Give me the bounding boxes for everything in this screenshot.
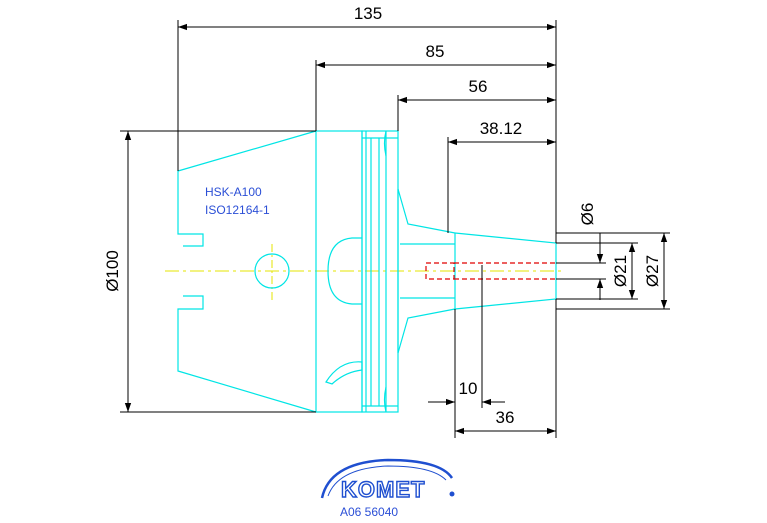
drive-slot [327,237,362,305]
dim-diameter-mid: Ø21 [611,255,630,287]
hsk-taper-lower [177,295,317,413]
dim-bore-offset: 36 [496,408,515,427]
dim-bore-depth: 10 [459,379,478,398]
dim-diameter-bore: Ø6 [578,203,597,226]
dim-total-length: 135 [354,4,382,23]
hsk-taper [177,130,317,247]
standard-label-2: ISO12164-1 [205,203,270,217]
logo-dot [449,491,455,497]
dimension-lines [120,20,670,438]
logo-brand: KOMET [341,477,425,502]
shank-tip [454,232,557,310]
side-hole [254,253,290,289]
dim-shank-length: 56 [469,77,488,96]
komet-logo: KOMET A06 56040 [320,458,455,519]
part-number: A06 56040 [340,505,398,519]
logo-arc [320,458,454,499]
dim-flange-length: 85 [426,42,445,61]
dim-diameter-tip: Ø27 [643,255,662,287]
standard-label-1: HSK-A100 [205,185,262,199]
dim-diameter-body: Ø100 [103,250,122,292]
hidden-bore [425,262,556,280]
tool-outline [177,130,557,413]
dim-tip-length: 38.12 [480,119,523,138]
